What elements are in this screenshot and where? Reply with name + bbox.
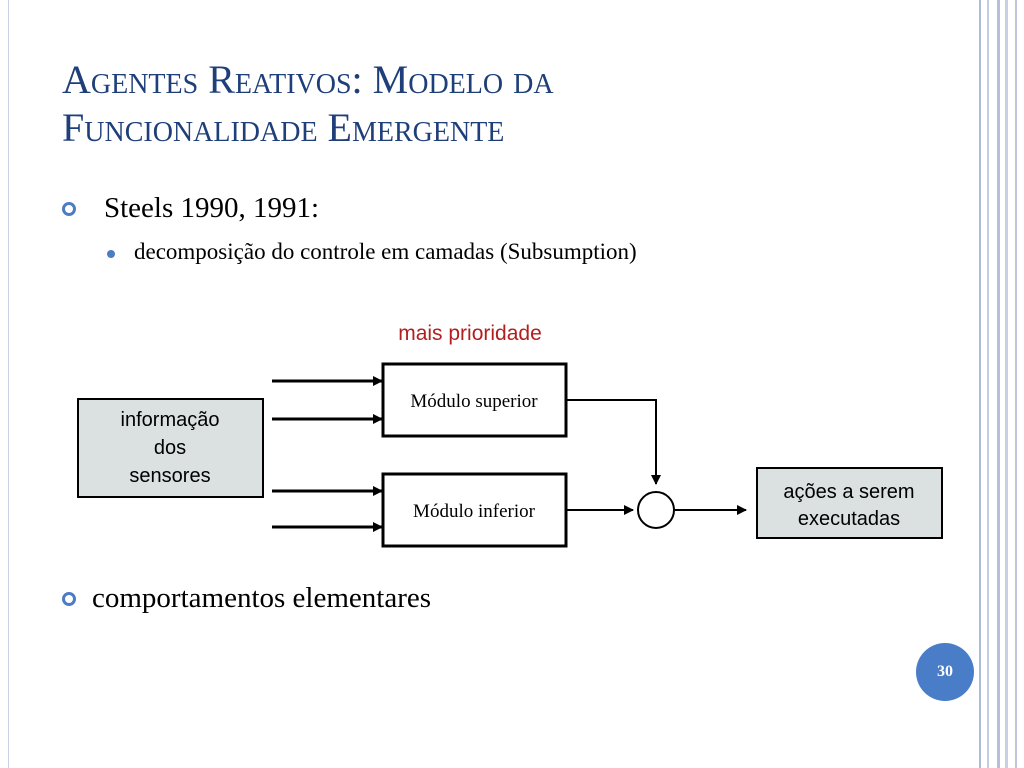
bullet-steels: Steels 1990, 1991: — [104, 192, 320, 224]
slide-title: Agentes Reativos: Modelo da Funcionalida… — [62, 56, 962, 152]
ring-bullet-icon — [62, 202, 76, 216]
sensors-label-line-1: informação — [121, 409, 220, 431]
sensors-label-line-3: sensores — [129, 465, 210, 487]
bullet-decomposicao: decomposição do controle em camadas (Sub… — [134, 239, 637, 264]
upper-to-merge-arrow — [566, 399, 661, 485]
priority-label: mais prioridade — [398, 322, 542, 345]
bullet-comportamentos: comportamentos elementares — [92, 582, 432, 614]
actions-box: ações a serem executadas — [756, 467, 943, 539]
left-frame-border — [0, 0, 9, 768]
upper-module-label: Módulo superior — [410, 391, 538, 412]
dot-bullet-icon — [107, 250, 115, 258]
actions-label-line-2: executadas — [798, 508, 900, 530]
page-number: 30 — [937, 663, 953, 680]
sensors-label-line-2: dos — [154, 437, 186, 459]
title-line-1: Agentes Reativos: Modelo da — [62, 57, 554, 102]
right-frame-stripes — [975, 0, 1024, 768]
actions-label-line-1: ações a serem — [783, 481, 914, 503]
ring-bullet-icon — [62, 592, 76, 606]
upper-module-box: Módulo superior — [381, 362, 568, 438]
title-line-2: Funcionalidade Emergente — [62, 105, 505, 150]
lower-module-label: Módulo inferior — [413, 501, 536, 522]
merge-node — [637, 491, 675, 529]
sensors-box: informação dos sensores — [77, 398, 264, 498]
lower-module-box: Módulo inferior — [381, 472, 568, 548]
input-arrows — [272, 376, 383, 532]
page-number-badge: 30 — [916, 643, 974, 701]
